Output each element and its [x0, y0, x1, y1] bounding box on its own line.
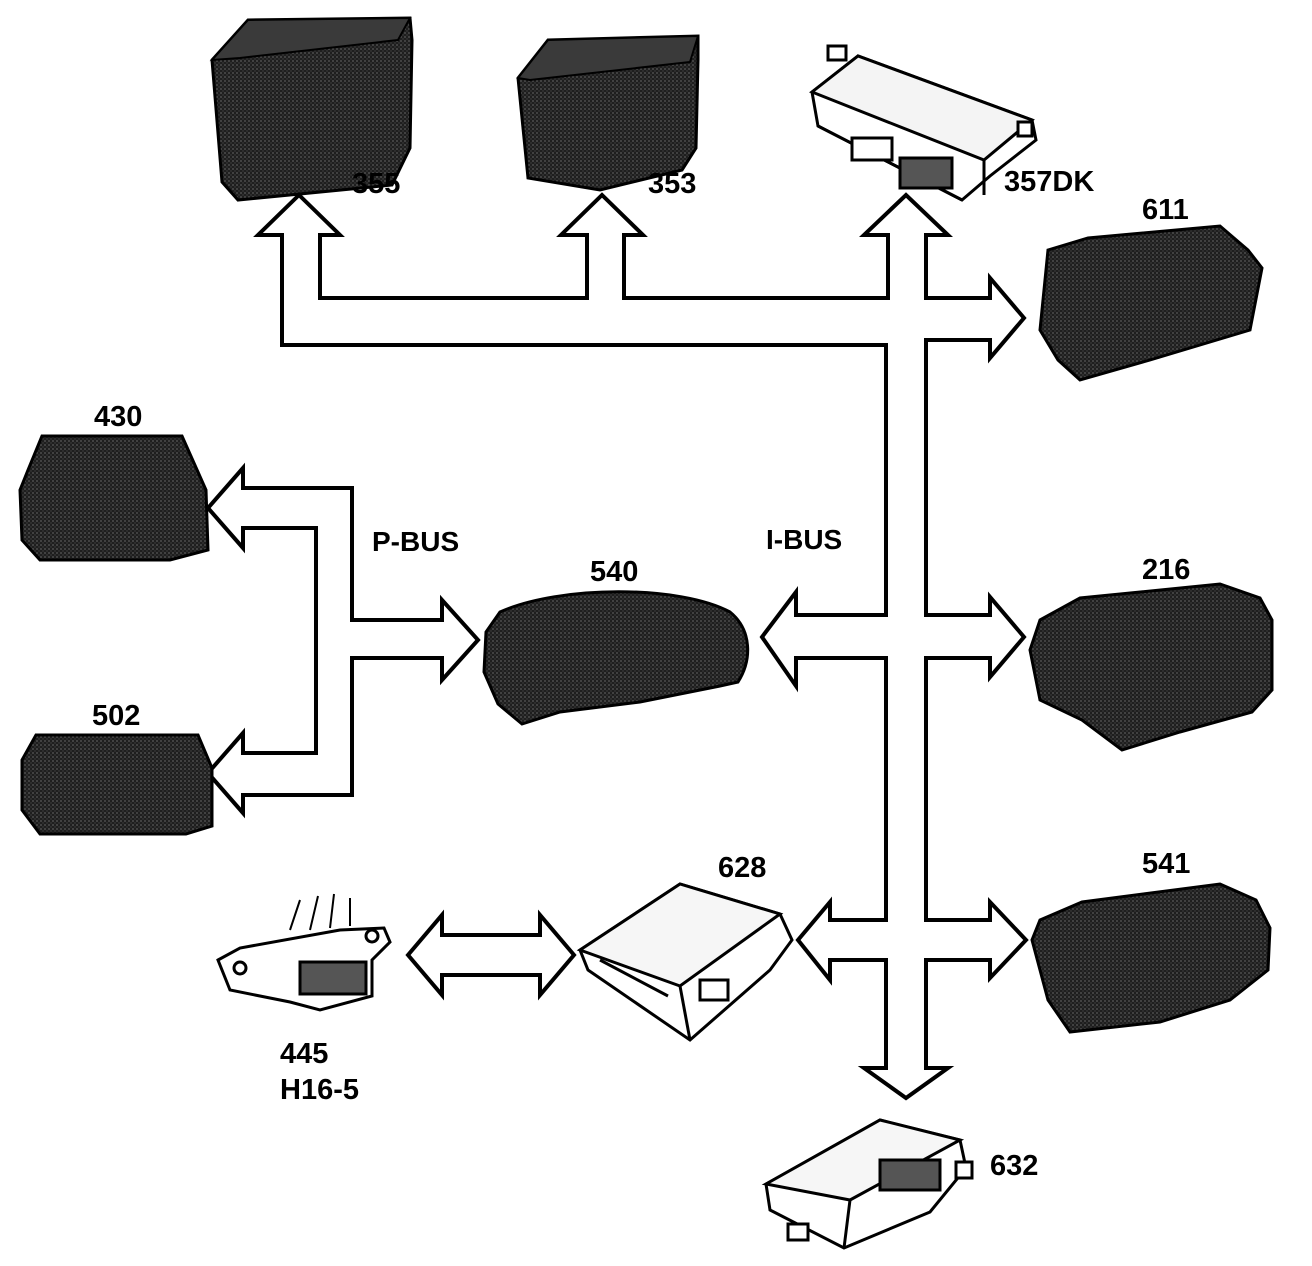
p-bus-arrows [205, 462, 481, 819]
module-632 [761, 1118, 974, 1250]
label-540: 540 [590, 556, 639, 588]
module-430 [18, 434, 210, 562]
label-445: 445 [280, 1038, 329, 1070]
label-216: 216 [1142, 554, 1191, 586]
module-445-connector [216, 893, 392, 1012]
i-bus-arrows [253, 192, 1029, 1101]
diag-arrow [405, 909, 577, 1001]
module-502 [20, 733, 214, 836]
label-632: 632 [990, 1150, 1039, 1182]
label-357dk: 357DK [1004, 166, 1095, 198]
label-i-bus: I-BUS [766, 524, 843, 555]
module-611 [1038, 224, 1264, 382]
module-353 [516, 34, 700, 192]
module-355 [209, 16, 414, 202]
module-541 [1030, 882, 1272, 1034]
label-628: 628 [718, 852, 767, 884]
label-541: 541 [1142, 848, 1191, 880]
label-430: 430 [94, 401, 143, 433]
label-611: 611 [1142, 194, 1189, 226]
module-540 [482, 590, 750, 726]
module-628 [576, 882, 794, 1042]
label-502: 502 [92, 700, 141, 732]
label-353: 353 [648, 168, 697, 200]
module-357dk [809, 44, 1038, 202]
label-p-bus: P-BUS [372, 526, 460, 557]
label-355: 355 [352, 168, 401, 200]
module-216 [1028, 582, 1274, 752]
label-445-h16-5: H16-5 [280, 1074, 359, 1106]
